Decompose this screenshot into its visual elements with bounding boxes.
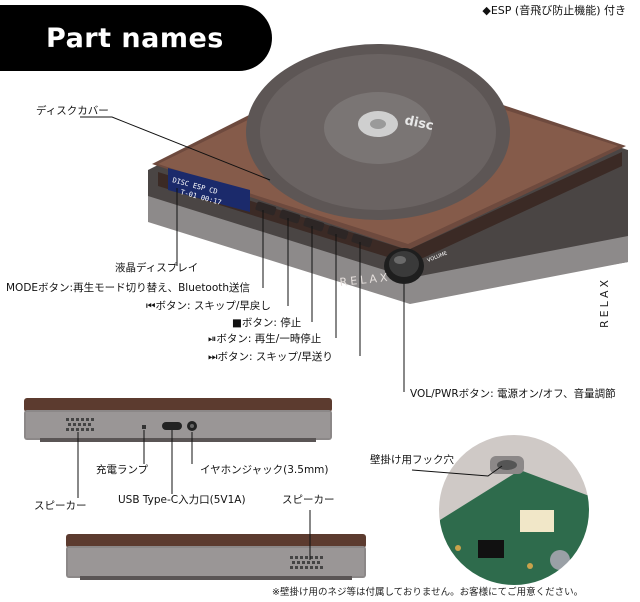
usb-c-port[interactable] [162,422,182,430]
mode-button[interactable] [255,201,277,216]
label-stop-button: ■ボタン: 停止 [232,317,302,329]
speaker-grille-side [66,418,94,431]
hook-hole-inset [437,433,591,587]
cd-player-side-view [24,398,332,442]
cd-player-main: disc DISC ESP CD T-01 00:17 VOLUME RELAX [148,44,628,304]
label-earphone-jack: イヤホンジャック(3.5mm) [200,464,329,476]
brand-vertical: RELAX [598,277,611,328]
label-disc-cover: ディスクカバー [36,105,109,117]
disc-brand-text: disc [403,113,435,134]
label-lcd: 液晶ディスプレイ [115,262,199,274]
brand-vertical-text: RELAX [598,277,611,328]
label-mode-button: MODEボタン:再生モード切り替え、Bluetooth送信 [6,282,251,294]
speaker-grille-bottom [290,556,323,569]
play-pause-button[interactable] [327,225,349,240]
label-speaker-left: スピーカー [34,500,87,512]
page-title: Part names [46,22,224,54]
prev-button[interactable] [279,209,301,224]
esp-note: ◆ESP (音飛び防止機能) 付き [482,4,626,17]
vol-pwr-knob[interactable] [384,248,424,284]
footnote: ※壁掛け用のネジ等は付属しておりません。お客様にてご用意ください。 [272,587,584,598]
label-charge-lamp: 充電ランプ [96,464,149,476]
stop-button[interactable] [303,217,325,232]
label-usb-port: USB Type-C入力口(5V1A) [118,494,246,506]
leader-lines [77,116,503,560]
label-prev-button: ⏮ボタン: スキップ/早戻し [146,300,271,312]
brand-text: RELAX [339,271,391,289]
label-vol-button: VOL/PWRボタン: 電源オン/オフ、音量調節 [410,388,616,400]
control-buttons [255,201,373,248]
next-button[interactable] [351,233,373,248]
label-play-button: ⏯ボタン: 再生/一時停止 [208,333,322,345]
title-badge: Part names [0,5,272,71]
label-hook-hole: 壁掛け用フック穴 [370,454,454,466]
cd-player-bottom-view [66,534,366,580]
charge-lamp [142,425,146,429]
label-speaker-bottom: スピーカー [282,494,335,506]
label-next-button: ⏭ボタン: スキップ/早送り [208,351,333,363]
